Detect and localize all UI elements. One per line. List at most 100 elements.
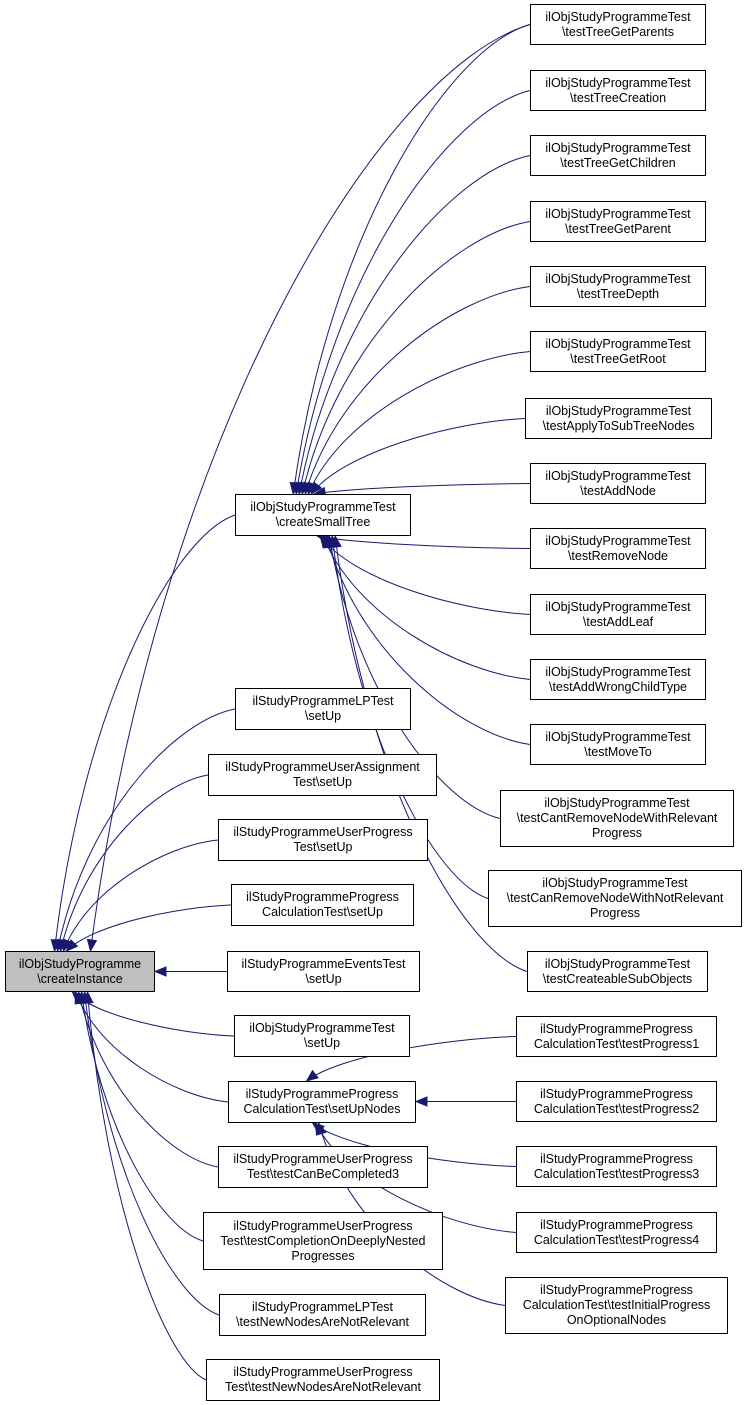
node-label: ilObjStudyProgramme \createInstance	[18, 956, 142, 986]
arrowhead-createable-to-cst	[331, 534, 342, 549]
edge-uasetup-to-root	[60, 774, 209, 952]
edge-upsetup-to-root	[63, 839, 219, 952]
edge-lpsetup-to-root	[57, 708, 236, 952]
node-label: ilStudyProgrammeUserProgress Test\testNe…	[225, 1365, 421, 1394]
node-moveto[interactable]: ilObjStudyProgrammeTest \testMoveTo	[530, 724, 706, 765]
node-tgchildren[interactable]: ilObjStudyProgrammeTest \testTreeGetChil…	[530, 135, 706, 176]
node-label: ilStudyProgrammeProgress CalculationTest…	[246, 890, 399, 919]
edge-setupnodes-to-root	[75, 991, 229, 1103]
node-label: ilObjStudyProgrammeTest \testTreeDepth	[545, 271, 691, 301]
node-cbc3[interactable]: ilStudyProgrammeUserProgress Test\testCa…	[218, 1146, 428, 1188]
node-tgparent[interactable]: ilObjStudyProgrammeTest \testTreeGetPare…	[530, 201, 706, 242]
edge-codnp-to-root	[81, 991, 204, 1242]
edge-tgroot-to-cst	[307, 351, 531, 495]
node-lpsetup[interactable]: ilStudyProgrammeLPTest \setUp	[235, 688, 411, 730]
node-tcreation[interactable]: ilObjStudyProgrammeTest \testTreeCreatio…	[530, 70, 706, 111]
node-tgparents[interactable]: ilObjStudyProgrammeTest \testTreeGetPare…	[530, 4, 706, 45]
arrowhead-upnnr-to-root	[83, 990, 94, 1004]
node-prog4[interactable]: ilStudyProgrammeProgress CalculationTest…	[516, 1212, 717, 1253]
node-uasetup[interactable]: ilStudyProgrammeUserAssignment Test\setU…	[208, 754, 437, 796]
edge-cst-to-root	[54, 514, 236, 952]
edge-upnnr-to-root	[87, 991, 207, 1381]
node-label: ilObjStudyProgrammeTest \testAddWrongChi…	[545, 664, 691, 694]
node-lpnnr[interactable]: ilStudyProgrammeLPTest \testNewNodesAreN…	[219, 1294, 426, 1336]
node-label: ilStudyProgrammeProgress CalculationTest…	[533, 1151, 700, 1181]
node-label: ilObjStudyProgrammeTest \testTreeCreatio…	[545, 75, 691, 105]
arrowhead-tgparents-to-root	[86, 938, 98, 953]
arrowhead-prog2-to-setupnodes	[414, 1096, 428, 1107]
edge-tgparents-to-cst	[292, 24, 531, 495]
edge-addleaf-to-cst	[319, 535, 531, 615]
arrowhead-initprog-to-setupnodes	[316, 1121, 327, 1136]
node-codnp[interactable]: ilStudyProgrammeUserProgress Test\testCo…	[203, 1212, 443, 1270]
node-label: ilObjStudyProgrammeTest \testCantRemoveN…	[516, 796, 718, 840]
edge-lpnnr-to-root	[84, 991, 220, 1316]
edge-prog4-to-setupnodes	[315, 1122, 517, 1233]
edge-cbc3-to-root	[78, 991, 219, 1168]
node-cantremove[interactable]: ilObjStudyProgrammeTest \testCantRemoveN…	[500, 790, 734, 847]
node-objsetup[interactable]: ilObjStudyProgrammeTest \setUp	[234, 1015, 410, 1057]
edge-tgparents-to-root	[90, 24, 531, 952]
node-prog2[interactable]: ilStudyProgrammeProgress CalculationTest…	[516, 1081, 717, 1122]
edge-tcreation-to-cst	[295, 90, 531, 495]
node-label: ilStudyProgrammeLPTest \testNewNodesAreN…	[236, 1300, 409, 1329]
node-addnode[interactable]: ilObjStudyProgrammeTest \testAddNode	[530, 463, 706, 504]
node-label: ilObjStudyProgrammeTest \testTreeGetRoot	[545, 336, 691, 366]
arrowhead-evsetup-to-root	[153, 966, 167, 977]
node-label: ilStudyProgrammeProgress CalculationTest…	[243, 1087, 401, 1116]
node-applysub[interactable]: ilObjStudyProgrammeTest \testApplyToSubT…	[525, 398, 712, 439]
node-upnnr[interactable]: ilStudyProgrammeUserProgress Test\testNe…	[206, 1359, 440, 1401]
edge-removenode-to-cst	[317, 535, 531, 549]
node-label: ilStudyProgrammeUserProgress Test\testCo…	[220, 1218, 426, 1263]
node-label: ilObjStudyProgrammeTest \testAddNode	[545, 468, 691, 498]
node-label: ilStudyProgrammeProgress CalculationTest…	[533, 1217, 700, 1247]
node-createable[interactable]: ilObjStudyProgrammeTest \testCreateableS…	[527, 951, 708, 992]
node-label: ilObjStudyProgrammeTest \testMoveTo	[545, 729, 691, 759]
node-upsetup[interactable]: ilStudyProgrammeUserProgress Test\setUp	[218, 819, 428, 861]
edge-tgparent-to-cst	[301, 221, 531, 495]
node-label: ilObjStudyProgrammeTest \testAddLeaf	[545, 599, 691, 629]
node-label: ilStudyProgrammeProgress CalculationTest…	[533, 1021, 700, 1051]
node-addwrong[interactable]: ilObjStudyProgrammeTest \testAddWrongChi…	[530, 659, 706, 700]
node-removenode[interactable]: ilObjStudyProgrammeTest \testRemoveNode	[530, 528, 706, 569]
arrowhead-upsetup-to-root	[62, 938, 73, 953]
node-canremove[interactable]: ilObjStudyProgrammeTest \testCanRemoveNo…	[488, 870, 742, 927]
node-label: ilObjStudyProgrammeTest \testApplyToSubT…	[542, 403, 695, 433]
edge-addnode-to-cst	[314, 483, 531, 495]
node-evsetup[interactable]: ilStudyProgrammeEventsTest \setUp	[227, 951, 420, 992]
node-label: ilStudyProgrammeEventsTest \setUp	[241, 956, 406, 986]
node-addleaf[interactable]: ilObjStudyProgrammeTest \testAddLeaf	[530, 594, 706, 635]
node-label: ilStudyProgrammeUserProgress Test\setUp	[233, 825, 413, 854]
node-cst[interactable]: ilObjStudyProgrammeTest \createSmallTree	[235, 494, 411, 536]
node-prog3[interactable]: ilStudyProgrammeProgress CalculationTest…	[516, 1146, 717, 1187]
arrowhead-applysub-to-cst	[310, 481, 323, 496]
edge-cantremove-to-cst	[328, 535, 501, 819]
node-label: ilStudyProgrammeProgress CalculationTest…	[533, 1086, 700, 1116]
node-tdepth[interactable]: ilObjStudyProgrammeTest \testTreeDepth	[530, 266, 706, 307]
node-label: ilStudyProgrammeUserAssignment Test\setU…	[225, 760, 420, 789]
node-label: ilObjStudyProgrammeTest \testTreeGetChil…	[545, 140, 691, 170]
node-label: ilObjStudyProgrammeTest \testRemoveNode	[545, 533, 691, 563]
node-label: ilStudyProgrammeLPTest \setUp	[252, 694, 394, 723]
node-label: ilObjStudyProgrammeTest \testCanRemoveNo…	[506, 876, 724, 920]
node-setupnodes[interactable]: ilStudyProgrammeProgress CalculationTest…	[228, 1081, 416, 1123]
arrowhead-pcsetup-to-root	[65, 939, 79, 952]
edge-applysub-to-cst	[310, 418, 526, 495]
edge-tdepth-to-cst	[304, 286, 531, 495]
node-prog1[interactable]: ilStudyProgrammeProgress CalculationTest…	[516, 1016, 717, 1057]
node-label: ilObjStudyProgrammeTest \testTreeGetPare…	[545, 206, 691, 236]
node-label: ilObjStudyProgrammeTest \testCreateableS…	[542, 956, 693, 986]
node-label: ilObjStudyProgrammeTest \testTreeGetPare…	[545, 9, 691, 39]
node-label: ilObjStudyProgrammeTest \setUp	[249, 1021, 395, 1050]
edge-pcsetup-to-root	[66, 904, 232, 952]
node-pcsetup[interactable]: ilStudyProgrammeProgress CalculationTest…	[231, 884, 414, 926]
node-root[interactable]: ilObjStudyProgramme \createInstance	[5, 951, 155, 992]
node-tgroot[interactable]: ilObjStudyProgrammeTest \testTreeGetRoot	[530, 331, 706, 372]
node-label: ilStudyProgrammeUserProgress Test\testCa…	[233, 1152, 413, 1181]
node-initprog[interactable]: ilStudyProgrammeProgress CalculationTest…	[505, 1277, 728, 1334]
node-label: ilObjStudyProgrammeTest \createSmallTree	[250, 500, 396, 529]
edge-tgchildren-to-cst	[298, 155, 531, 495]
node-label: ilStudyProgrammeProgress CalculationTest…	[522, 1283, 711, 1327]
